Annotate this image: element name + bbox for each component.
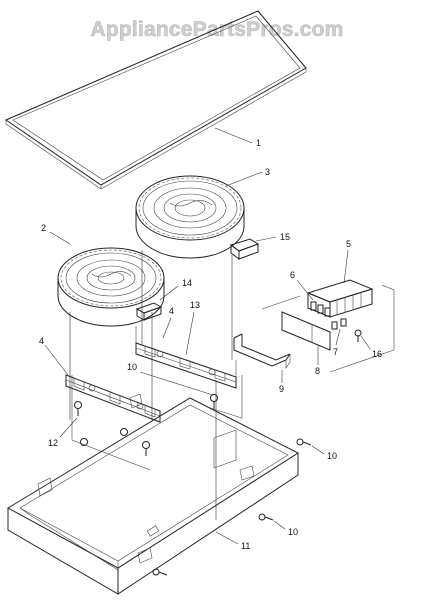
small-radiant-element[interactable] (57, 247, 165, 327)
callout-14: 14 (182, 278, 192, 288)
callout-13: 13 (190, 300, 200, 310)
terminal-clips[interactable] (310, 301, 347, 330)
glass-cooktop-part[interactable] (4, 10, 307, 190)
callout-5: 5 (346, 239, 351, 249)
support-bracket-right[interactable] (135, 326, 237, 389)
mounting-plane-outline (71, 375, 243, 471)
bottom-box[interactable] (6, 393, 300, 595)
watermark-text: AppliancePartsPros.com (91, 18, 344, 41)
callout-6: 6 (290, 270, 295, 280)
callout-4-left: 4 (39, 336, 44, 346)
callout-12: 12 (48, 438, 58, 448)
callout-7: 7 (333, 347, 338, 357)
support-bracket-left[interactable] (65, 374, 161, 423)
callout-4-right: 4 (169, 306, 174, 316)
screw-part-16[interactable] (354, 329, 362, 342)
spring-clips[interactable] (74, 394, 218, 457)
callout-10-right: 10 (327, 451, 337, 461)
callout-9: 9 (279, 384, 284, 394)
box-screws[interactable] (152, 438, 312, 576)
mounting-plate[interactable] (281, 311, 331, 351)
callout-3: 3 (265, 167, 270, 177)
callout-10-top: 10 (127, 362, 137, 372)
alignment-lines (69, 250, 233, 520)
large-radiant-element[interactable] (135, 175, 245, 259)
callout-16: 16 (372, 349, 382, 359)
callout-15: 15 (280, 232, 290, 242)
callout-1: 1 (256, 138, 261, 148)
limiter-part-14[interactable] (135, 302, 163, 321)
terminal-bracket[interactable] (233, 333, 291, 369)
callout-11: 11 (241, 541, 250, 551)
limiter-part-15[interactable] (229, 238, 260, 260)
callout-10-bottom: 10 (288, 527, 298, 537)
callout-8: 8 (315, 366, 320, 376)
callout-2: 2 (41, 223, 46, 233)
terminal-frame-outline (261, 284, 395, 373)
